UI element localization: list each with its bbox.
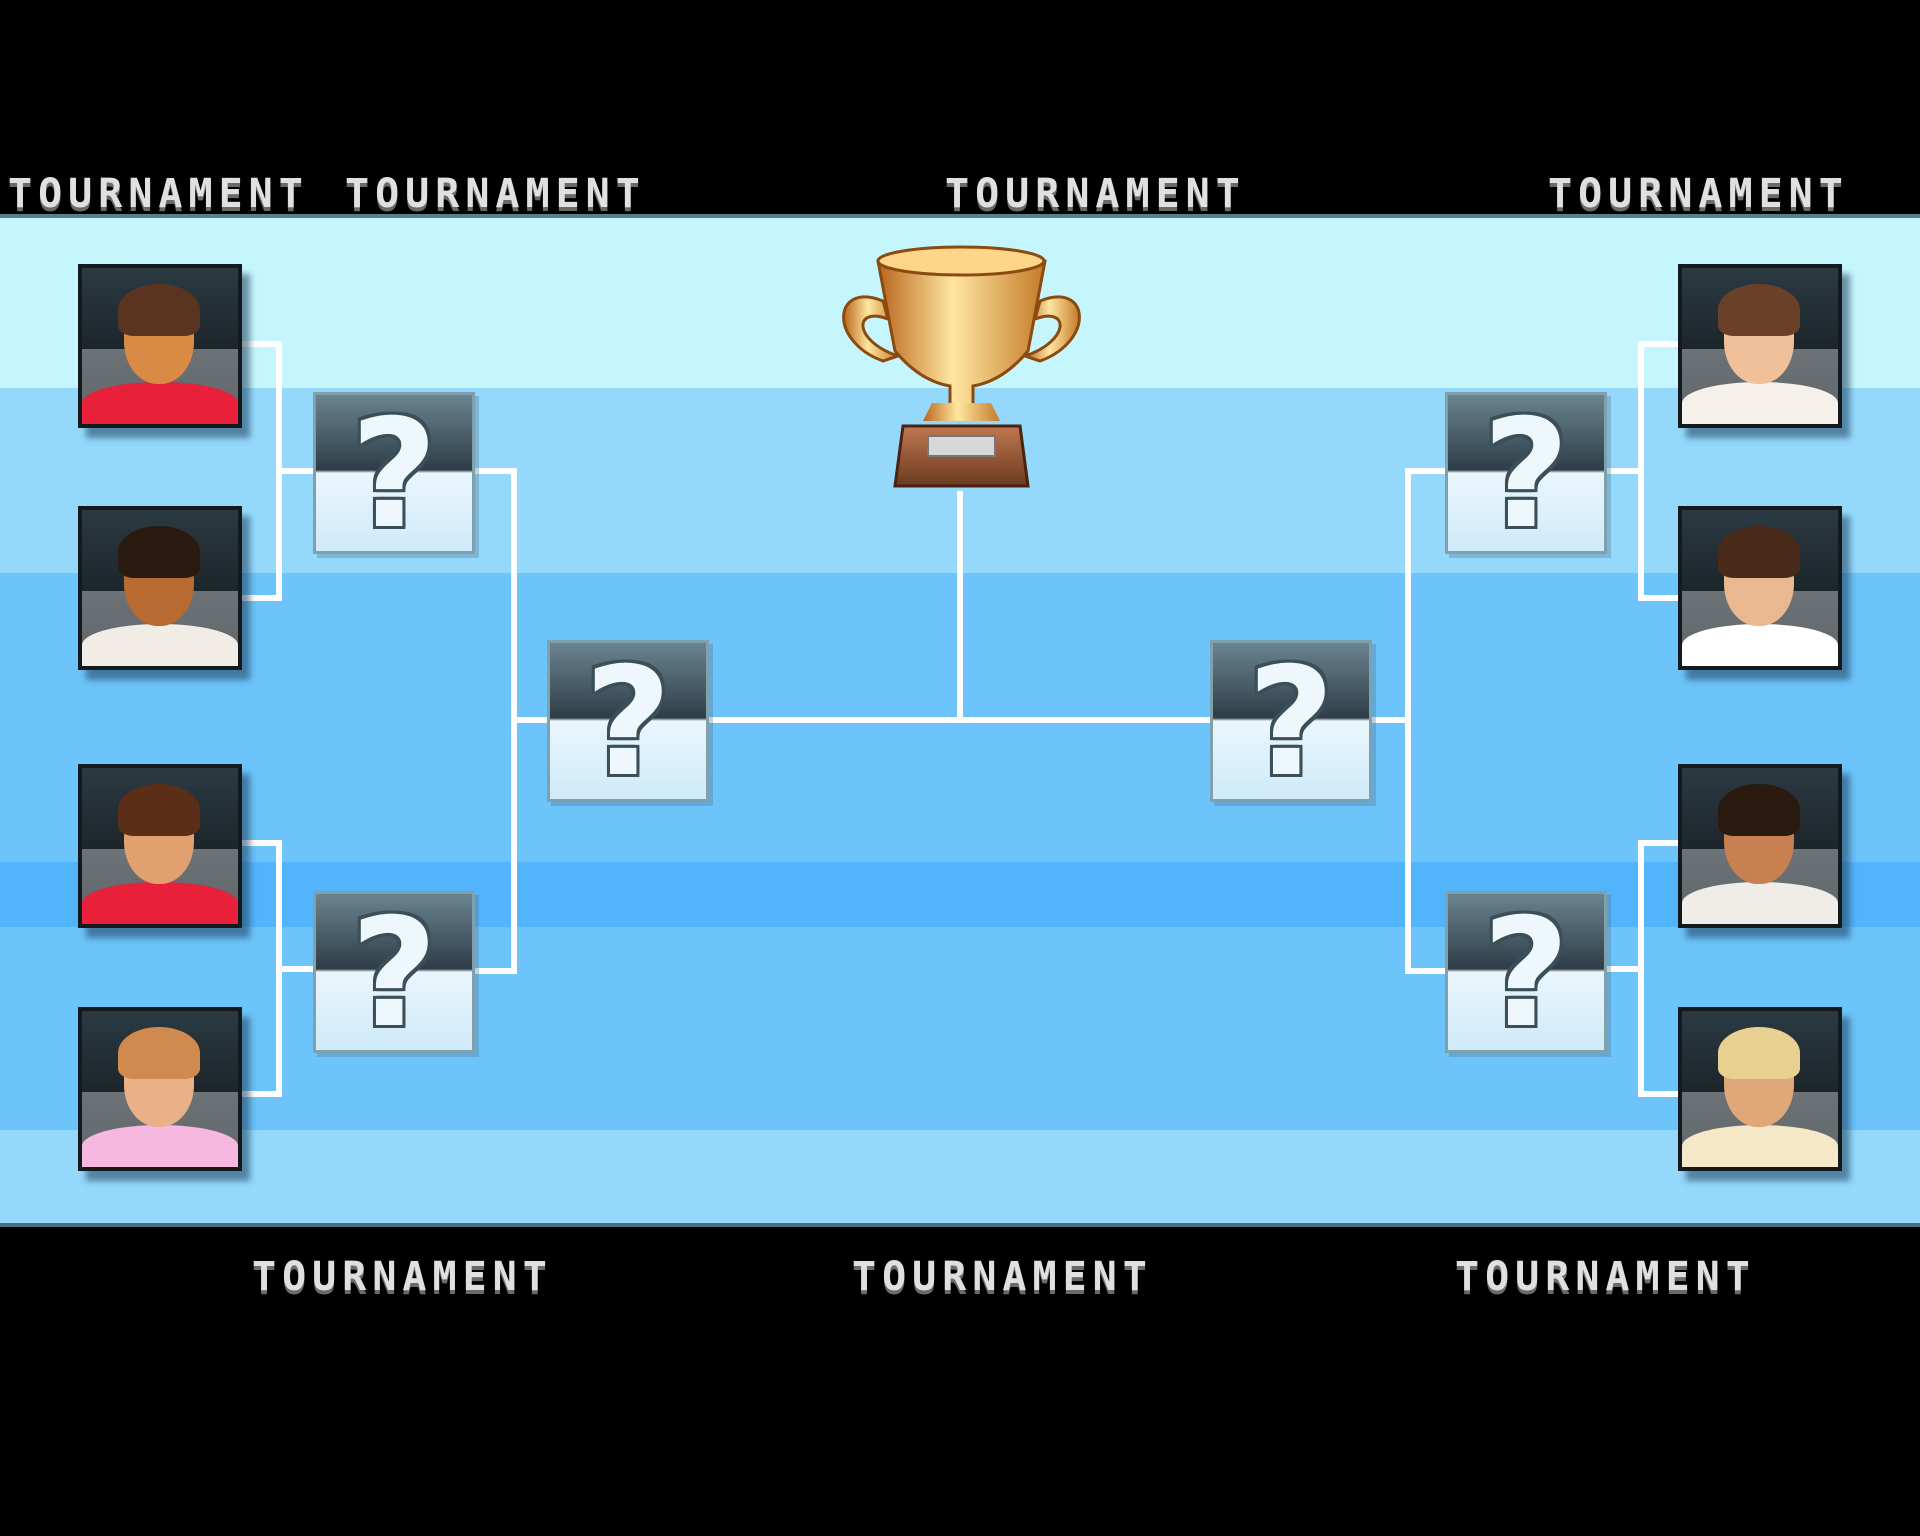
semifinal-slot-left-bottom: ? — [313, 887, 475, 1061]
player-hair — [118, 1027, 200, 1079]
right-player-portrait-4 — [1678, 1007, 1842, 1171]
banner-bottom-2: TOURNAMENT — [852, 1254, 1153, 1300]
right-player-portrait-1 — [1678, 264, 1842, 428]
player-shirt — [82, 882, 238, 924]
player-hair — [1718, 284, 1800, 336]
left-player-portrait-3 — [78, 764, 242, 928]
banner-top-1: TOURNAMENT — [8, 171, 309, 217]
player-hair — [118, 284, 200, 336]
bracket-line — [1405, 468, 1445, 974]
player-shirt — [1682, 624, 1838, 666]
question-mark-icon: ? — [350, 887, 438, 1061]
player-hair — [1718, 526, 1800, 578]
question-mark-icon: ? — [1482, 388, 1570, 562]
player-shirt — [82, 624, 238, 666]
banner-bottom-3: TOURNAMENT — [1455, 1254, 1756, 1300]
bracket-line — [242, 840, 282, 1097]
semifinal-slot-right-bottom: ? — [1445, 887, 1607, 1061]
banner-bottom-1: TOURNAMENT — [252, 1254, 553, 1300]
left-player-portrait-2 — [78, 506, 242, 670]
banner-top-2: TOURNAMENT — [345, 171, 646, 217]
bracket-line — [242, 341, 282, 601]
left-player-portrait-4 — [78, 1007, 242, 1171]
question-mark-icon: ? — [1482, 887, 1570, 1061]
semifinal-slot-right-top: ? — [1445, 388, 1607, 562]
bracket-line — [475, 468, 517, 974]
final-slot-left: ? — [547, 636, 709, 810]
player-shirt — [82, 382, 238, 424]
left-player-portrait-1 — [78, 264, 242, 428]
question-mark-icon: ? — [350, 388, 438, 562]
player-shirt — [1682, 1125, 1838, 1167]
player-shirt — [82, 1125, 238, 1167]
right-player-portrait-3 — [1678, 764, 1842, 928]
player-hair — [118, 526, 200, 578]
player-hair — [1718, 784, 1800, 836]
trophy-icon — [842, 245, 1081, 488]
bg-band — [0, 1130, 1920, 1223]
player-shirt — [1682, 382, 1838, 424]
bracket-lines — [242, 341, 1678, 1097]
right-player-portrait-2 — [1678, 506, 1842, 670]
player-hair — [118, 784, 200, 836]
bracket-line — [1638, 341, 1678, 601]
player-hair — [1718, 1027, 1800, 1079]
question-mark-icon: ? — [1247, 636, 1335, 810]
bracket-panel: ? ? ? ? ? ? — [0, 214, 1920, 1227]
player-shirt — [1682, 882, 1838, 924]
final-slot-right: ? — [1210, 636, 1372, 810]
banner-top-4: TOURNAMENT — [1548, 171, 1849, 217]
question-mark-icon: ? — [584, 636, 672, 810]
semifinal-slot-left-top: ? — [313, 388, 475, 562]
bracket-line — [1638, 840, 1678, 1097]
banner-top-3: TOURNAMENT — [945, 171, 1246, 217]
